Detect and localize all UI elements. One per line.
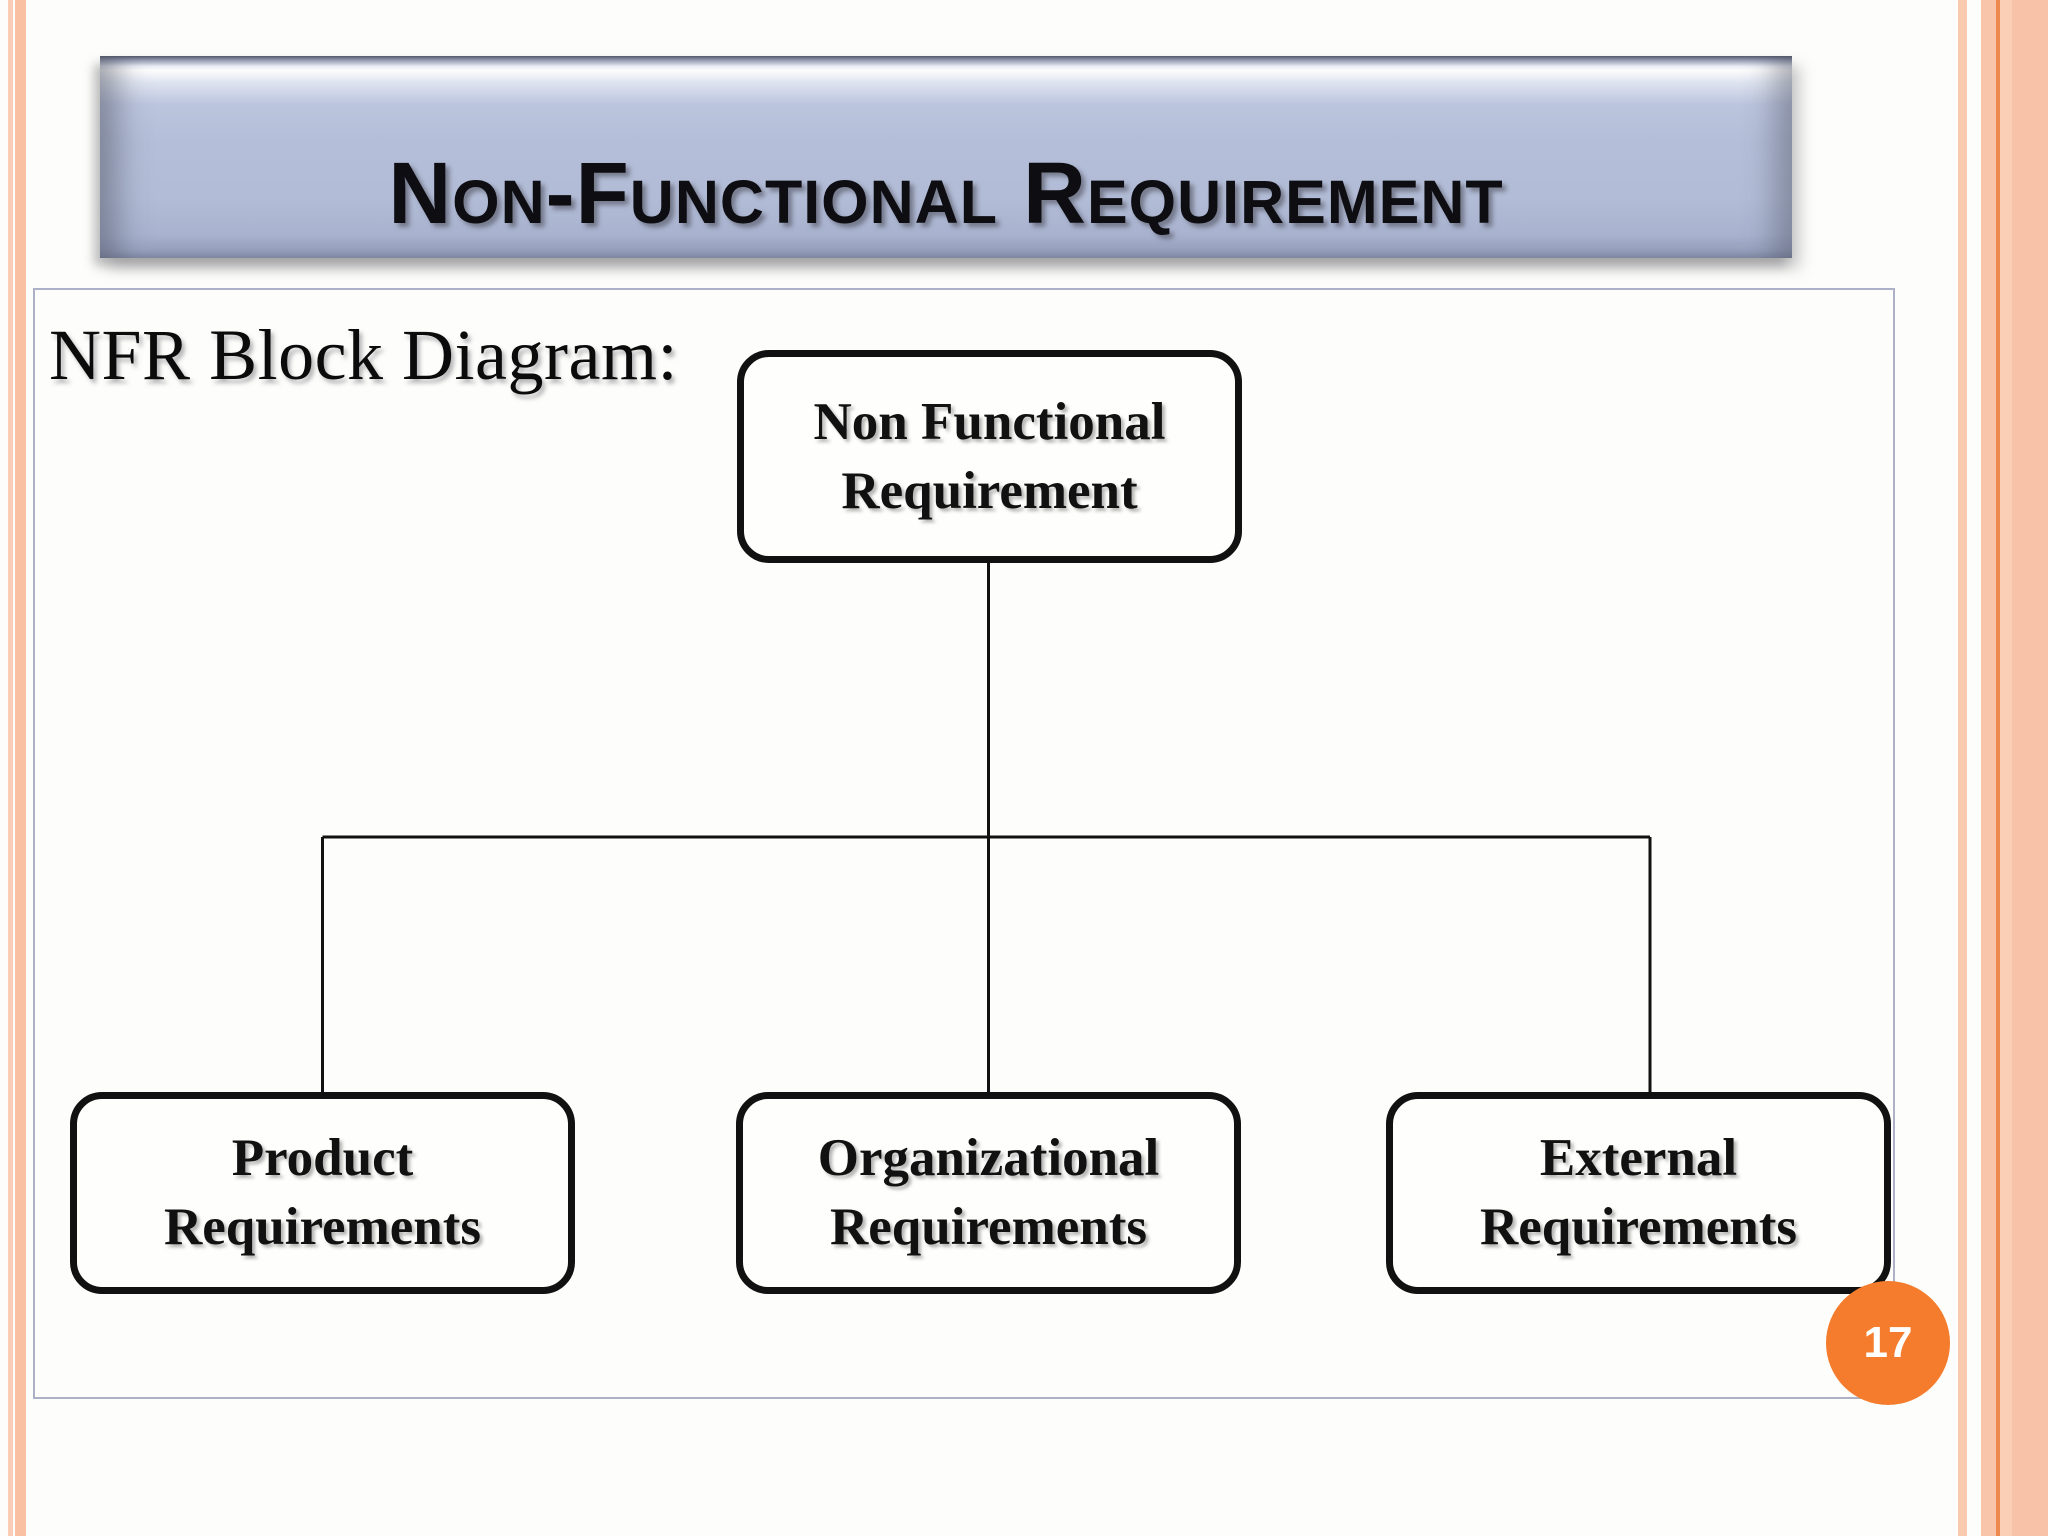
node-label-line: Requirement	[841, 461, 1138, 520]
right-border-accent-line	[1996, 0, 2000, 1536]
node-external-requirements: External Requirements	[1386, 1092, 1891, 1294]
right-border-stripe-3	[2000, 0, 2012, 1536]
node-label-line: Product	[231, 1129, 414, 1188]
connector-lines	[321, 563, 1652, 1092]
node-label-line: External	[1539, 1129, 1738, 1188]
slide-title: Non-Functional Requirement	[388, 145, 1504, 242]
right-border-stripe-4	[2012, 0, 2048, 1536]
node-product-requirements: Product Requirements	[70, 1092, 575, 1294]
right-border-stripe-1	[1958, 0, 1967, 1536]
node-non-functional-requirement: Non Functional Requirement	[737, 350, 1242, 563]
right-border-stripe-2	[1981, 0, 1996, 1536]
page-number-badge: 17	[1826, 1281, 1950, 1405]
node-label-line: Non Functional	[813, 392, 1166, 451]
node-label-line: Organizational	[817, 1129, 1160, 1188]
node-organizational-requirements: Organizational Requirements	[736, 1092, 1241, 1294]
node-label-line: Requirements	[830, 1198, 1147, 1256]
diagram-caption: NFR Block Diagram:	[49, 315, 678, 395]
left-border-stripe-wide	[15, 0, 26, 1536]
page-number-text: 17	[1863, 1318, 1913, 1367]
node-label-line: Requirements	[164, 1198, 481, 1256]
title-banner: Non-Functional Requirement	[100, 56, 1792, 258]
node-label-line: Requirements	[1480, 1198, 1797, 1256]
diagram-panel: NFR Block Diagram: Non Functional Requir…	[33, 288, 1895, 1399]
left-border-stripe-thin	[8, 0, 13, 1536]
